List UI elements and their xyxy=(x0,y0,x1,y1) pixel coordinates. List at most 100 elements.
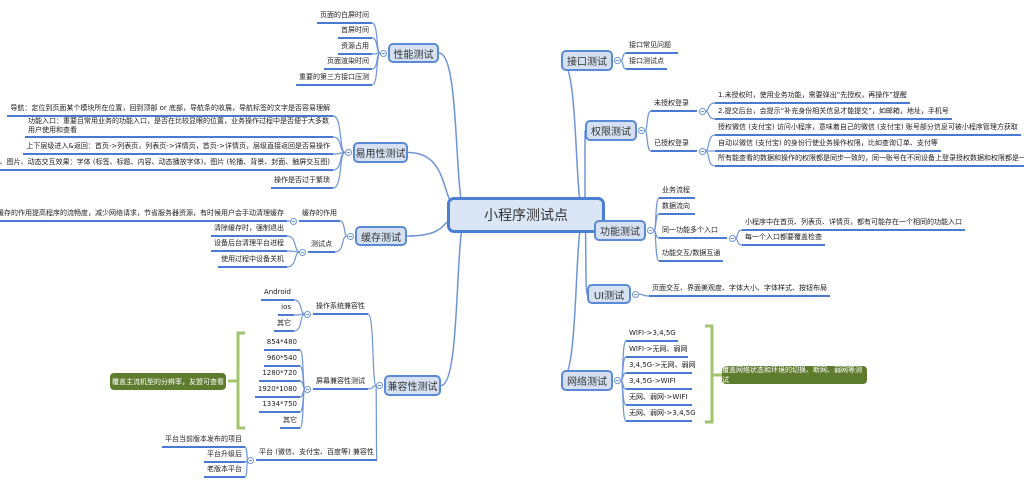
os-other[interactable]: 其它 xyxy=(274,318,294,332)
screen-other[interactable]: 其它 xyxy=(280,415,300,429)
leaf-navigation[interactable]: 导航：定位到页面某个模块所在位置，回到顶部 or 底部，导航条的收展，导航标签的… xyxy=(7,103,333,117)
collapse-toggle-icon[interactable] xyxy=(247,456,254,464)
connector-line xyxy=(286,235,301,253)
connector-line xyxy=(371,52,381,55)
platform-old-version[interactable]: 老版本平台 xyxy=(204,464,245,478)
func-multi-entry[interactable]: 同一功能多个入口 xyxy=(659,225,727,239)
leaf-third-party-api[interactable]: 重要的第三方接口压测 xyxy=(296,72,372,86)
cache-point-force-exit[interactable]: 清除缓存时，强制退出 xyxy=(211,223,287,237)
func-interaction[interactable]: 功能交互/数据互通 xyxy=(659,248,724,262)
collapse-toggle-icon[interactable] xyxy=(376,382,383,389)
collapse-toggle-icon[interactable] xyxy=(345,149,352,156)
collapse-toggle-icon[interactable] xyxy=(347,232,354,240)
net-wifi-to-none[interactable]: WIFI->无网、弱网 xyxy=(626,344,688,358)
compat-screen-label[interactable]: 屏幕兼容性测试 xyxy=(313,376,368,390)
connector-line xyxy=(332,151,346,189)
connector-line xyxy=(734,229,743,239)
collapse-toggle-icon[interactable] xyxy=(699,107,706,115)
compat-os-label[interactable]: 操作系统兼容性 xyxy=(313,301,368,315)
collapse-toggle-icon[interactable] xyxy=(729,234,736,242)
topic-api[interactable]: 接口测试 xyxy=(561,50,613,71)
topic-permission[interactable]: 权限测试 xyxy=(585,120,637,141)
collapse-toggle-icon[interactable] xyxy=(614,57,621,64)
connector-line xyxy=(293,313,306,332)
connector-line xyxy=(286,251,301,268)
connector-line xyxy=(293,299,306,315)
multi-entry-pages[interactable]: 小程序中在首页、列表页、详情页，都有可能存在一个相同的功能入口 xyxy=(742,217,965,231)
collapse-toggle-icon[interactable] xyxy=(299,248,306,256)
unauth-popup-reminder[interactable]: 1.未授权时，使用业务功能，需要弹出“先授权，再操作”提醒 xyxy=(715,90,910,104)
leaf-resource-usage[interactable]: 资源占用 xyxy=(338,41,372,55)
leaf-render-time[interactable]: 页面渲染时间 xyxy=(324,56,372,70)
os-ios[interactable]: ios xyxy=(278,302,294,316)
topic-compatibility[interactable]: 兼容性测试 xyxy=(384,375,441,396)
screen-1334x750[interactable]: 1334*750 xyxy=(259,399,300,413)
collapse-toggle-icon[interactable] xyxy=(304,310,311,318)
compat-platform-label[interactable]: 平台 (微信、支付宝、百度等) 兼容性 xyxy=(256,447,377,461)
unauth-login-label[interactable]: 未授权登录 xyxy=(651,98,697,112)
net-wifi-to-mobile[interactable]: WIFI->3,4,5G xyxy=(626,328,678,342)
topic-performance[interactable]: 性能测试 xyxy=(388,43,439,63)
collapse-toggle-icon[interactable] xyxy=(304,385,311,393)
auth-account-access[interactable]: 授权微信 (支付宝) 访问小程序，意味着自己的微信 (支付宝) 账号部分信息可被… xyxy=(715,122,1021,136)
net-mobile-to-none[interactable]: 3,4,5G->无网、弱网 xyxy=(626,360,696,374)
topic-ui[interactable]: UI测试 xyxy=(587,284,631,304)
leaf-level-navigation[interactable]: 上下层级进入&返回：首页->列表页，列表页->详情页，首页->详情页，层级直接返… xyxy=(23,141,333,155)
cache-points-label[interactable]: 测试点 xyxy=(308,239,335,253)
auth-business-rights[interactable]: 自动以微信 (支付宝) 的身份行使业务操作权限，比如查询订单、支付等 xyxy=(715,138,941,152)
central-topic[interactable]: 小程序测试点 xyxy=(447,197,605,233)
collapse-toggle-icon[interactable] xyxy=(290,217,297,225)
api-common-issues[interactable]: 接口常见问题 xyxy=(626,40,678,54)
connector-line xyxy=(560,214,586,382)
connector-line xyxy=(334,235,348,253)
platform-current-release[interactable]: 平台当前版本发布的项目 xyxy=(162,434,245,448)
connector-line xyxy=(371,22,381,54)
topic-network[interactable]: 网络测试 xyxy=(561,370,613,391)
collapse-toggle-icon[interactable] xyxy=(614,377,621,384)
multi-entry-check-all[interactable]: 每一个入口都要覆盖检查 xyxy=(742,232,825,246)
connector-line xyxy=(704,150,716,167)
topic-cache[interactable]: 缓存测试 xyxy=(355,226,407,246)
ui-layout-style[interactable]: 页面交互、界面美观度、字体大小、字体样式、按钮布局 xyxy=(649,283,830,297)
leaf-complex-operation[interactable]: 操作是否过于繁琐 xyxy=(271,175,333,189)
network-summary-note[interactable]: 覆盖网络状态和环境的切换、断网、弱网等测试 xyxy=(722,366,867,384)
cache-point-shutdown[interactable]: 使用过程中设备关机 xyxy=(218,254,287,268)
func-business-flow[interactable]: 业务流程 xyxy=(659,185,695,199)
screen-summary-note[interactable]: 覆盖主流机型的分辨率，友盟可查看 xyxy=(110,373,226,390)
cache-role-text[interactable]: 缓存的作用提高程序的流畅度，减少网络请求，节省服务器资源，有时候用户会手动清理缓… xyxy=(0,208,287,222)
os-android[interactable]: Android xyxy=(260,287,294,301)
connector-line xyxy=(332,151,346,155)
leaf-white-screen-time[interactable]: 页面的白屏时间 xyxy=(317,10,372,24)
collapse-toggle-icon[interactable] xyxy=(632,290,639,298)
cache-point-background-clean[interactable]: 设备后台清理平台进程 xyxy=(211,238,287,252)
screen-854x480[interactable]: 854*480 xyxy=(263,337,300,351)
cache-role-label[interactable]: 缓存的作用 xyxy=(299,208,340,222)
screen-960x540[interactable]: 960*540 xyxy=(263,353,300,367)
topic-usability[interactable]: 易用性测试 xyxy=(353,142,408,163)
net-none-to-wifi[interactable]: 无网、弱网->WIFI xyxy=(626,392,692,406)
connector-line xyxy=(332,136,346,154)
connector-line xyxy=(332,151,346,171)
leaf-first-screen-time[interactable]: 首屏时间 xyxy=(338,25,372,39)
auth-login-label[interactable]: 已授权登录 xyxy=(651,138,697,152)
auth-sync-consistency[interactable]: 所有能查看的数据和操作的权限都是同步一致的，同一账号在不同设备上登录授权数据和权… xyxy=(715,153,1024,167)
connector-line xyxy=(371,52,381,86)
api-test-points[interactable]: 接口测试点 xyxy=(626,56,667,70)
collapse-toggle-icon[interactable] xyxy=(638,127,645,134)
connector-line xyxy=(704,110,716,120)
topic-function[interactable]: 功能测试 xyxy=(594,220,646,241)
collapse-toggle-icon[interactable] xyxy=(647,227,654,234)
leaf-font-images[interactable]: 字体、图片、动态交互效果：字体 (标签、标题、内容、动态播放字体)，图片 (轮播… xyxy=(0,157,333,171)
net-none-to-mobile[interactable]: 无网、弱网->3,4,5G xyxy=(626,408,696,422)
screen-1280x720[interactable]: 1280*720 xyxy=(259,368,300,382)
leaf-function-entry[interactable]: 功能入口：重要且常用业务的功能入口，是否在比较显眼的位置，业务操作过程中是否便于… xyxy=(25,117,333,138)
collapse-toggle-icon[interactable] xyxy=(380,49,387,57)
unauth-submit-info[interactable]: 2.提交后台，会提示“补充身份相关信息才能提交”，如邮箱，地址，手机号 xyxy=(715,106,952,120)
platform-after-upgrade[interactable]: 平台升级后 xyxy=(204,449,245,463)
screen-1920x1080[interactable]: 1920*1080 xyxy=(254,384,300,398)
connector-line xyxy=(560,59,586,216)
func-data-flow[interactable]: 数据流向 xyxy=(659,201,695,215)
collapse-toggle-icon[interactable] xyxy=(699,147,706,155)
net-mobile-to-wifi[interactable]: 3,4,5G->WIFI xyxy=(626,376,692,390)
